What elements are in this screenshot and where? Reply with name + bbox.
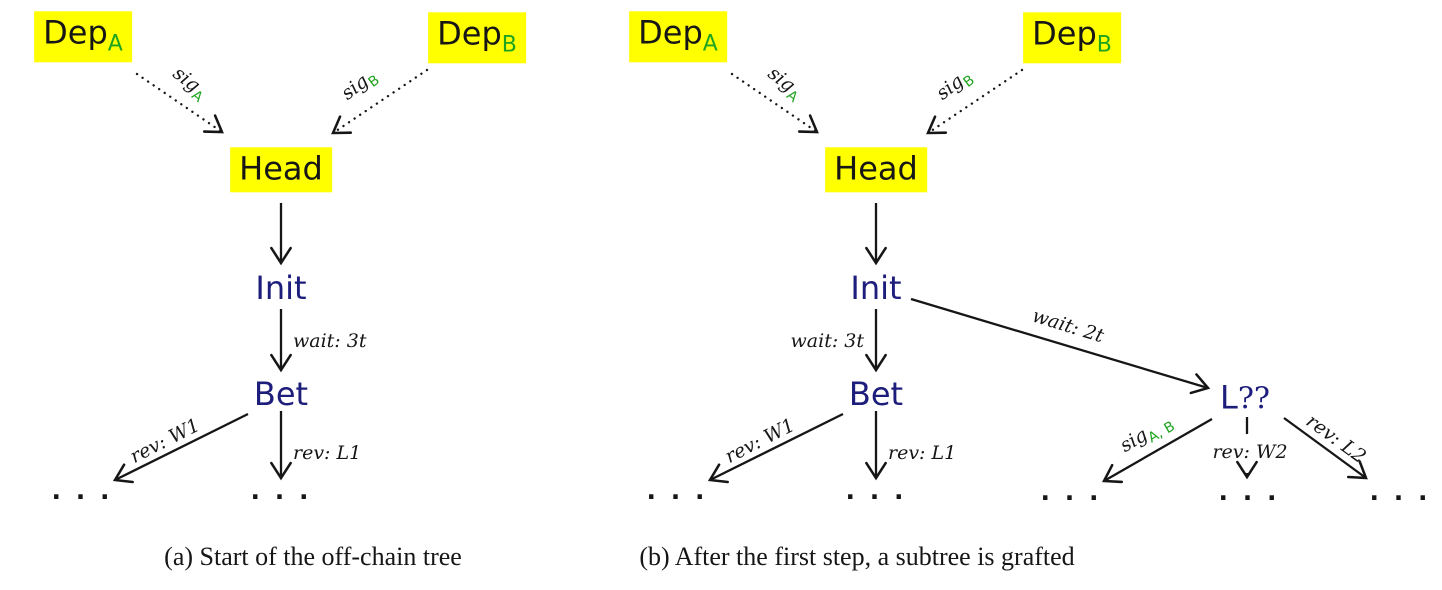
leaf-dots: · · · <box>250 482 312 512</box>
node-a-head: Head <box>230 147 332 193</box>
node-label: Init <box>255 268 307 307</box>
edge-b-depb-head <box>926 68 1024 135</box>
node-label: Bet <box>848 374 904 413</box>
edge-b-l-sigab <box>1101 418 1213 484</box>
edge-label-b-rev-w2: rev: W2 <box>1212 441 1288 463</box>
node-subscript: B <box>501 32 517 58</box>
node-b-dep-b: DepB <box>1023 12 1121 64</box>
leaf-dots: · · · <box>845 482 907 512</box>
node-subscript: B <box>1096 32 1112 58</box>
node-a-dep-a: DepA <box>34 11 132 63</box>
edge-a-depb-head <box>331 68 429 135</box>
edge-label-a-wait-3t: wait: 3t <box>293 330 367 352</box>
node-a-bet: Bet <box>254 375 308 413</box>
node-subscript: A <box>702 31 718 57</box>
edge-label-a-rev-l1: rev: L1 <box>293 442 362 464</box>
node-label: Dep <box>1032 14 1097 53</box>
leaf-dots: · · · <box>646 482 708 512</box>
edge-b-l-l2 <box>1283 417 1368 480</box>
node-b-dep-a: DepA <box>629 11 727 63</box>
caption-b: (b) After the first step, a subtree is g… <box>639 542 1075 571</box>
node-label: Head <box>834 149 918 188</box>
edge-a-bet-w1 <box>112 412 249 484</box>
node-question-marks: ?? <box>1237 381 1270 417</box>
caption-a: (a) Start of the off-chain tree <box>164 542 462 571</box>
node-label: Dep <box>638 13 703 52</box>
node-label: Init <box>850 268 902 307</box>
node-b-l: L?? <box>1220 379 1270 418</box>
node-b-init: Init <box>850 269 901 307</box>
node-label: Dep <box>437 14 502 53</box>
node-b-head: Head <box>825 147 927 193</box>
leaf-dots: · · · <box>51 482 113 512</box>
node-label: L <box>1220 378 1238 417</box>
edge-label-b-rev-l1: rev: L1 <box>888 442 957 464</box>
leaf-dots: · · · <box>1040 483 1102 513</box>
leaf-dots: · · · <box>1218 483 1280 513</box>
node-label: Bet <box>253 374 309 413</box>
node-label: Head <box>239 149 323 188</box>
node-a-init: Init <box>255 269 306 307</box>
node-a-dep-b: DepB <box>428 12 526 64</box>
edge-label-b-wait-3t: wait: 3t <box>790 330 864 352</box>
leaf-dots: · · · <box>1369 483 1431 513</box>
node-subscript: A <box>107 31 123 57</box>
node-label: Dep <box>43 13 108 52</box>
node-b-bet: Bet <box>849 375 903 413</box>
edge-b-bet-w1 <box>707 412 844 484</box>
edge-b-init-l <box>910 297 1211 395</box>
